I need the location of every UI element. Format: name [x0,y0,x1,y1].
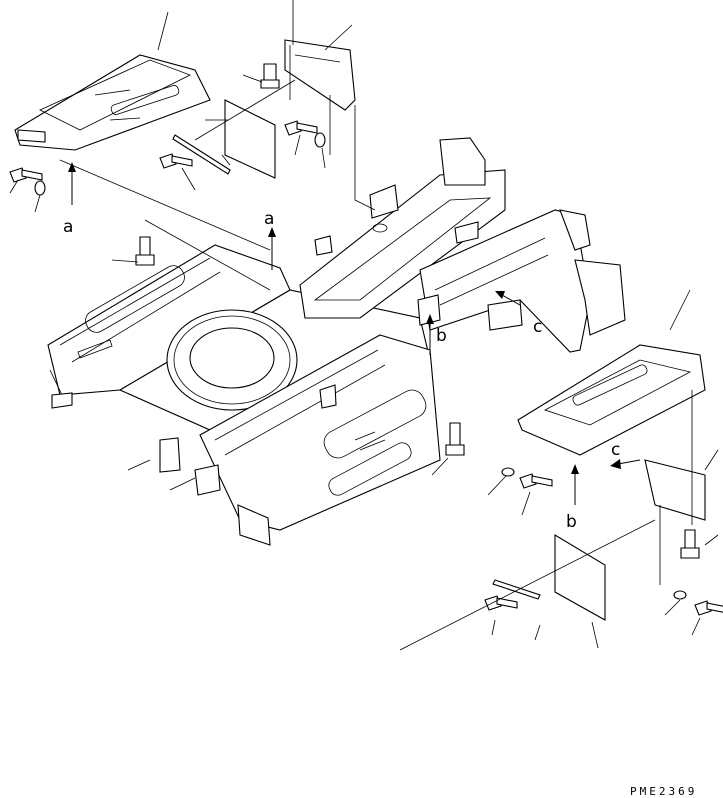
strip-top [172,134,231,175]
revolving-frame [47,137,626,546]
drawing-code: PME2369 [630,785,697,798]
direction-arrows [68,162,641,505]
bolt-icons [9,63,723,616]
callout-a-top: a [63,217,73,237]
washer-icons [34,132,687,600]
right-top-bracket [284,39,356,111]
callout-b-frame: b [436,326,447,346]
left-top-cover [14,54,211,151]
plate-top [224,99,276,179]
right-cover [517,344,706,456]
leader-lines [9,0,719,651]
callout-c-cover: c [611,440,620,460]
plate-bottom [554,534,606,621]
callout-c-frame: c [533,317,542,337]
bracket-c [644,459,706,521]
callout-b-cover: b [566,512,577,532]
callout-a-frame: a [264,209,274,229]
strip-bottom [492,579,541,600]
